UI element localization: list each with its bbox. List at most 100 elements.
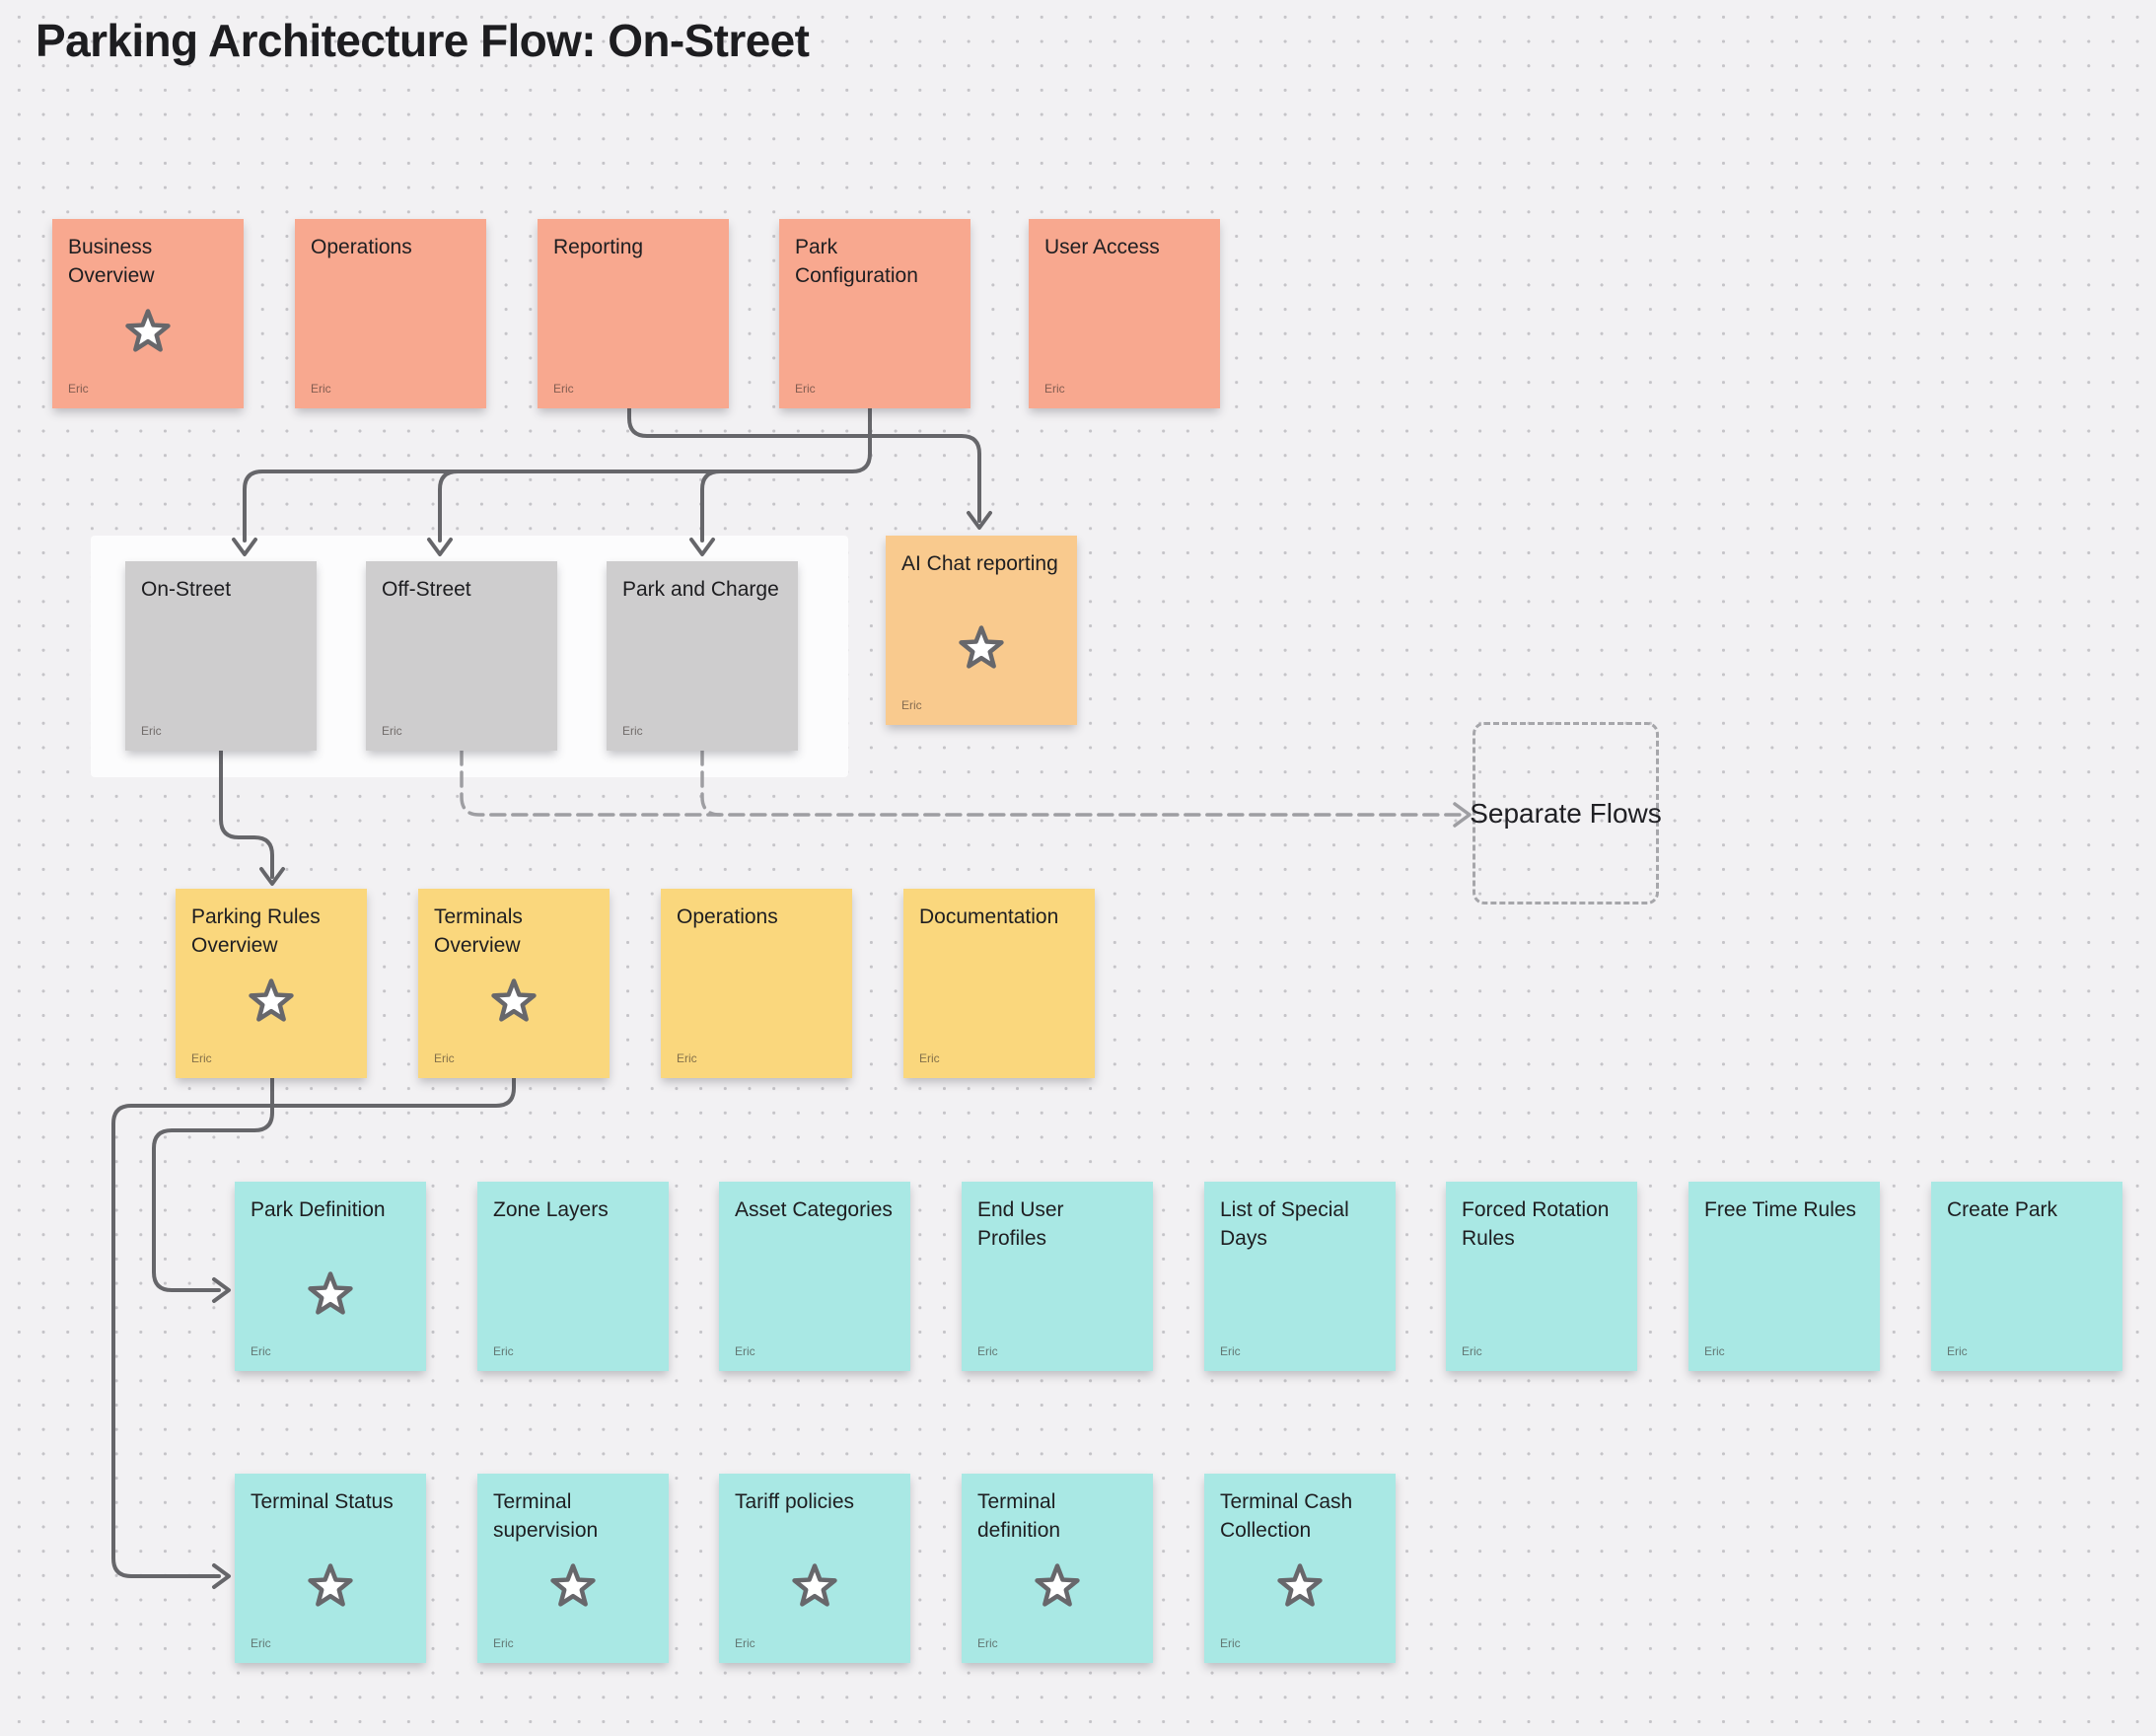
star-icon [1035, 1563, 1080, 1607]
note-label: Forced Rotation Rules [1462, 1198, 1610, 1250]
note-label: Operations [311, 236, 412, 258]
board-title[interactable]: Parking Architecture Flow: On-Street [36, 15, 810, 66]
note-author: Eric [251, 1636, 271, 1650]
note-author: Eric [977, 1344, 998, 1358]
connector-off-street-to-separate-flows[interactable] [460, 749, 1466, 817]
note-label: Asset Categories [735, 1198, 893, 1221]
note-label: Free Time Rules [1704, 1198, 1857, 1221]
connector-park-config-to-on-street[interactable] [243, 405, 872, 542]
note-label: Terminals Overview [434, 905, 523, 957]
note-label: Parking Rules Overview [191, 905, 321, 957]
separate-flows-shape[interactable]: Separate Flows [1470, 722, 1662, 904]
connector-parking-rules-to-park-definition[interactable] [152, 1076, 274, 1292]
note-author: Eric [1704, 1344, 1725, 1358]
note-author: Eric [251, 1344, 271, 1358]
note-label: Park and Charge [622, 578, 779, 601]
arrowhead-icon [1453, 802, 1472, 828]
note-label: On-Street [141, 578, 232, 601]
note-label: User Access [1044, 236, 1160, 258]
note-label: Zone Layers [493, 1198, 609, 1221]
arrowhead-icon [212, 1277, 231, 1303]
note-author: Eric [493, 1344, 514, 1358]
note-label: Business Overview [68, 236, 155, 287]
note-author: Eric [795, 382, 816, 396]
arrowhead-icon [967, 511, 992, 530]
connector-park-config-to-park-and-charge[interactable] [700, 470, 722, 542]
note-author: Eric [493, 1636, 514, 1650]
note-label: Create Park [1947, 1198, 2058, 1221]
star-icon [308, 1563, 353, 1607]
arrowhead-icon [689, 538, 715, 556]
note-author: Eric [1947, 1344, 1968, 1358]
note-author: Eric [382, 724, 402, 738]
note-label: End User Profiles [977, 1198, 1064, 1250]
star-icon [959, 625, 1004, 669]
note-author: Eric [735, 1636, 755, 1650]
note-label: Park Definition [251, 1198, 386, 1221]
note-label: List of Special Days [1220, 1198, 1349, 1250]
note-label: Park Configuration [795, 236, 918, 287]
arrowhead-icon [212, 1563, 231, 1589]
note-label: Reporting [553, 236, 644, 258]
note-author: Eric [735, 1344, 755, 1358]
note-author: Eric [1462, 1344, 1482, 1358]
note-author: Eric [622, 724, 643, 738]
connector-reporting-to-ai-chat[interactable] [627, 405, 981, 523]
note-label: Terminal Status [251, 1490, 394, 1513]
connector-park-and-charge-to-separate-flows[interactable] [700, 749, 722, 817]
star-icon [125, 309, 171, 352]
arrowhead-icon [427, 538, 453, 556]
note-label: Terminal definition [977, 1490, 1061, 1542]
note-label: Tariff policies [735, 1490, 854, 1513]
note-author: Eric [141, 724, 162, 738]
note-label: Terminal supervision [493, 1490, 599, 1542]
note-author: Eric [1220, 1344, 1241, 1358]
note-author: Eric [434, 1051, 455, 1065]
connector-terminals-to-terminal-status[interactable] [111, 1076, 516, 1578]
arrowhead-icon [232, 538, 257, 556]
connector-on-street-to-parking-rules[interactable] [219, 749, 274, 879]
note-author: Eric [191, 1051, 212, 1065]
note-author: Eric [311, 382, 331, 396]
note-author: Eric [919, 1051, 940, 1065]
star-icon [550, 1563, 596, 1607]
note-author: Eric [977, 1636, 998, 1650]
separate-flows-label: Separate Flows [1470, 797, 1662, 829]
note-author: Eric [901, 698, 922, 712]
star-icon [792, 1563, 837, 1607]
connector-park-config-to-off-street[interactable] [438, 470, 460, 542]
star-icon [1277, 1563, 1323, 1607]
star-icon [249, 978, 294, 1022]
note-author: Eric [68, 382, 89, 396]
note-author: Eric [553, 382, 574, 396]
